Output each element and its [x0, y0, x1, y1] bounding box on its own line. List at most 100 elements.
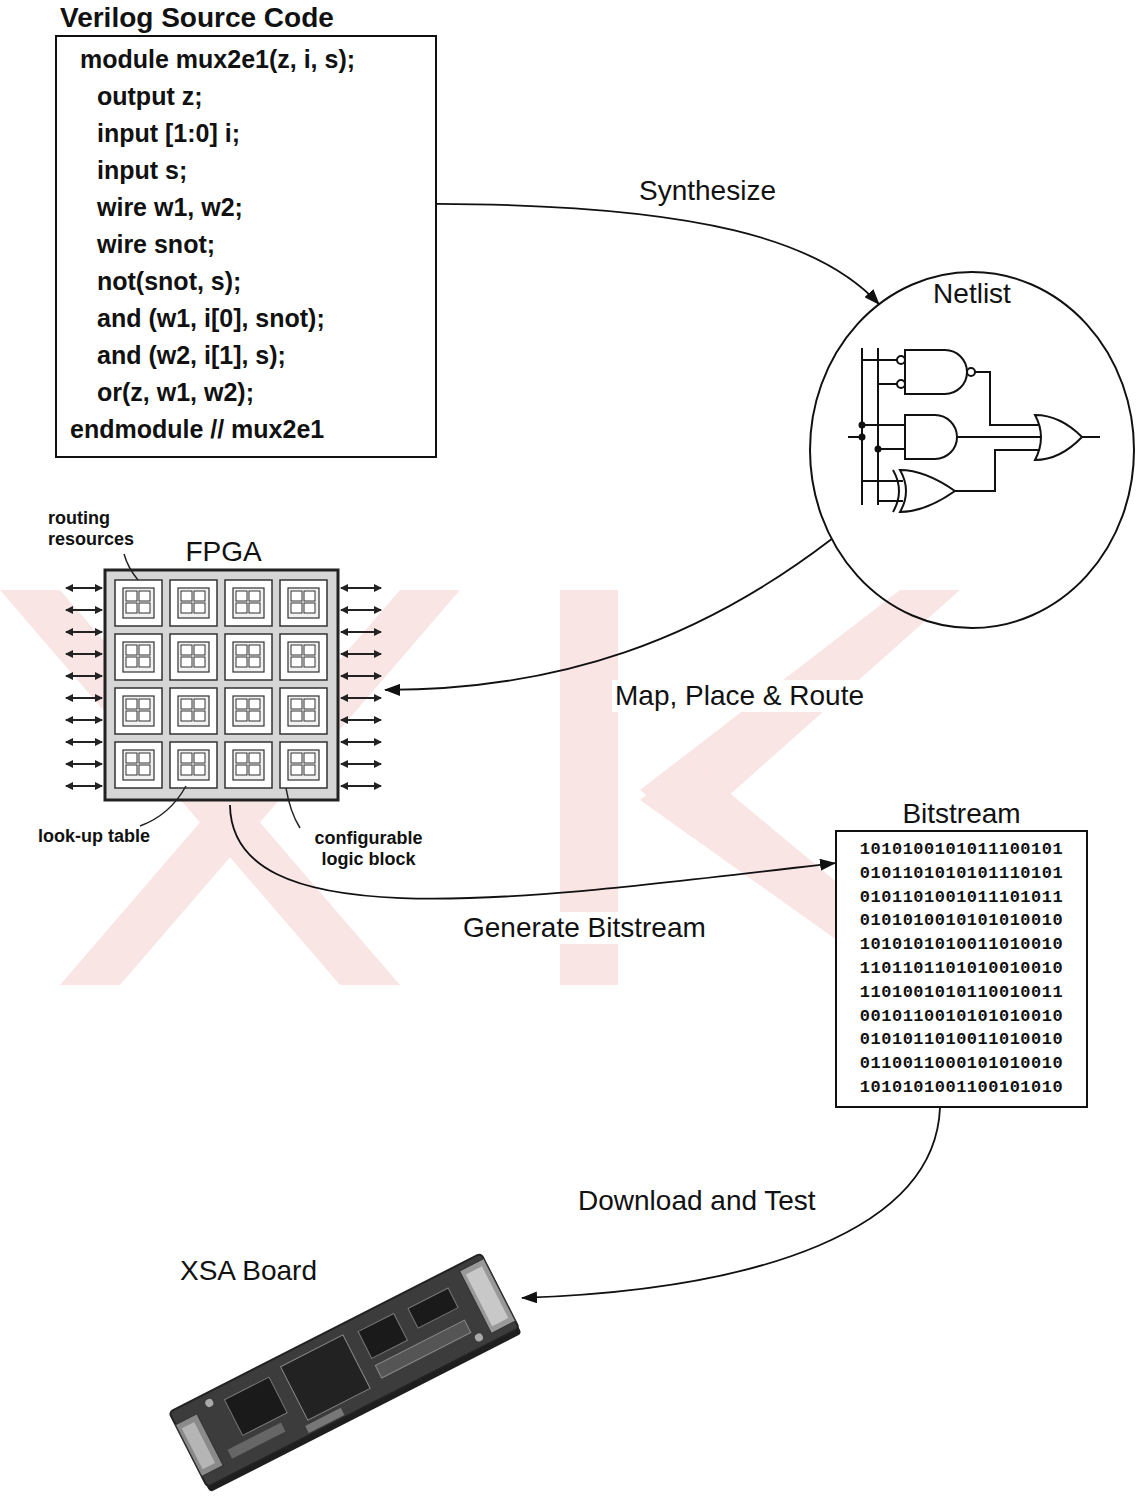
- callout-label: configurable logic block: [296, 828, 441, 870]
- configurable-logic-block: [170, 580, 217, 626]
- io-pin: [66, 609, 102, 611]
- netlist-ellipse: Netlist: [808, 270, 1136, 630]
- configurable-logic-block: [280, 580, 327, 626]
- netlist-gates: [1082, 436, 1100, 438]
- netlist-gates: [900, 470, 955, 512]
- xsa-board: [474, 1332, 485, 1343]
- flow-arrow: [385, 539, 832, 690]
- fpga-chip: [105, 570, 338, 800]
- netlist-gates: [860, 423, 865, 428]
- look-up-table: [249, 765, 260, 775]
- look-up-table: [291, 657, 302, 667]
- xsa-board: [281, 1335, 371, 1420]
- look-up-table: [139, 603, 150, 613]
- configurable-logic-block: [170, 742, 217, 788]
- clb-core: [123, 696, 154, 726]
- xsa-board: [460, 1259, 516, 1334]
- clb-core: [123, 642, 154, 672]
- watermark: [0, 590, 960, 985]
- bit-row: 0101011010011010010: [853, 1028, 1070, 1052]
- look-up-table: [126, 657, 137, 667]
- netlist-gates: [897, 380, 905, 388]
- io-pin: [66, 631, 102, 633]
- xsa-board: [228, 1423, 286, 1459]
- code-line: or(z, w1, w2);: [57, 374, 421, 411]
- netlist-gates: [975, 372, 1040, 425]
- clb-core: [233, 750, 264, 780]
- io-pin: [66, 675, 102, 677]
- io-pin: [341, 719, 381, 721]
- look-up-table: [304, 711, 315, 721]
- io-pin: [66, 653, 102, 655]
- netlist-gates: [967, 368, 975, 376]
- io-pin: [66, 587, 102, 589]
- bit-row: 0101010010101010010: [853, 909, 1070, 933]
- io-pin: [341, 785, 381, 787]
- look-up-table: [291, 699, 302, 709]
- xsa-board: [204, 1398, 215, 1409]
- netlist-gates: [848, 348, 1100, 512]
- look-up-table: [304, 699, 315, 709]
- code-line: not(snot, s);: [57, 263, 421, 300]
- io-pin: [341, 587, 381, 589]
- bit-row: 0110011000101010010: [853, 1052, 1070, 1076]
- look-up-table: [291, 645, 302, 655]
- bitstream-box: Bitstream 1010100101011100101010110101010…: [835, 798, 1088, 1108]
- look-up-table: [194, 603, 205, 613]
- code-line: wire snot;: [57, 226, 421, 263]
- netlist-gates: [905, 415, 957, 459]
- xsa-board: [375, 1320, 470, 1378]
- clb-core: [288, 642, 319, 672]
- bit-row: 0010110010101010010: [853, 1005, 1070, 1029]
- node-title: XSA Board: [180, 1255, 317, 1287]
- look-up-table: [139, 591, 150, 601]
- box-heading: Bitstream: [835, 798, 1088, 830]
- bit-row: 1101001010110010011: [853, 981, 1070, 1005]
- bit-row: 1010100101011100101: [853, 838, 1070, 862]
- netlist-gates: [876, 447, 881, 452]
- xsa-board: [305, 1408, 344, 1433]
- look-up-table: [236, 657, 247, 667]
- code-line: input s;: [57, 152, 421, 189]
- clb-core: [178, 588, 209, 618]
- look-up-table: [236, 645, 247, 655]
- look-up-table: [304, 645, 315, 655]
- io-pin: [341, 631, 381, 633]
- io-pins: [66, 588, 381, 786]
- look-up-table: [139, 711, 150, 721]
- clb-core: [178, 696, 209, 726]
- source-code-box: Verilog Source Codemodule mux2e1(z, i, s…: [55, 0, 437, 458]
- step-label: Synthesize: [636, 175, 779, 207]
- configurable-logic-block: [225, 742, 272, 788]
- leader-lines: [140, 786, 186, 826]
- clb-core: [233, 588, 264, 618]
- callout-label: routing resources: [48, 508, 143, 550]
- fpga-chip: [105, 570, 338, 800]
- clb-core: [123, 588, 154, 618]
- look-up-table: [249, 753, 260, 763]
- look-up-table: [139, 753, 150, 763]
- node-title: Netlist: [808, 278, 1136, 310]
- configurable-logic-block: [280, 688, 327, 734]
- look-up-table: [181, 765, 192, 775]
- look-up-table: [249, 657, 260, 667]
- bit-row: 1010101001100101010: [853, 1076, 1070, 1100]
- io-pin: [66, 763, 102, 765]
- code-line: endmodule // mux2e1: [57, 411, 421, 448]
- bit-row: 0101101010101110101: [853, 862, 1070, 886]
- look-up-table: [236, 603, 247, 613]
- watermark: [60, 590, 460, 985]
- look-up-table: [181, 711, 192, 721]
- xsa-board: [358, 1313, 407, 1358]
- configurable-logic-block: [280, 742, 327, 788]
- clb-core: [288, 696, 319, 726]
- step-label: Map, Place & Route: [612, 680, 867, 712]
- leader-lines: [286, 788, 300, 828]
- code-line: input [1:0] i;: [57, 115, 421, 152]
- configurable-logic-block: [225, 634, 272, 680]
- io-pin: [341, 697, 381, 699]
- step-label: Download and Test: [575, 1185, 819, 1217]
- netlist-gates: [860, 435, 865, 440]
- look-up-table: [236, 711, 247, 721]
- look-up-table: [194, 699, 205, 709]
